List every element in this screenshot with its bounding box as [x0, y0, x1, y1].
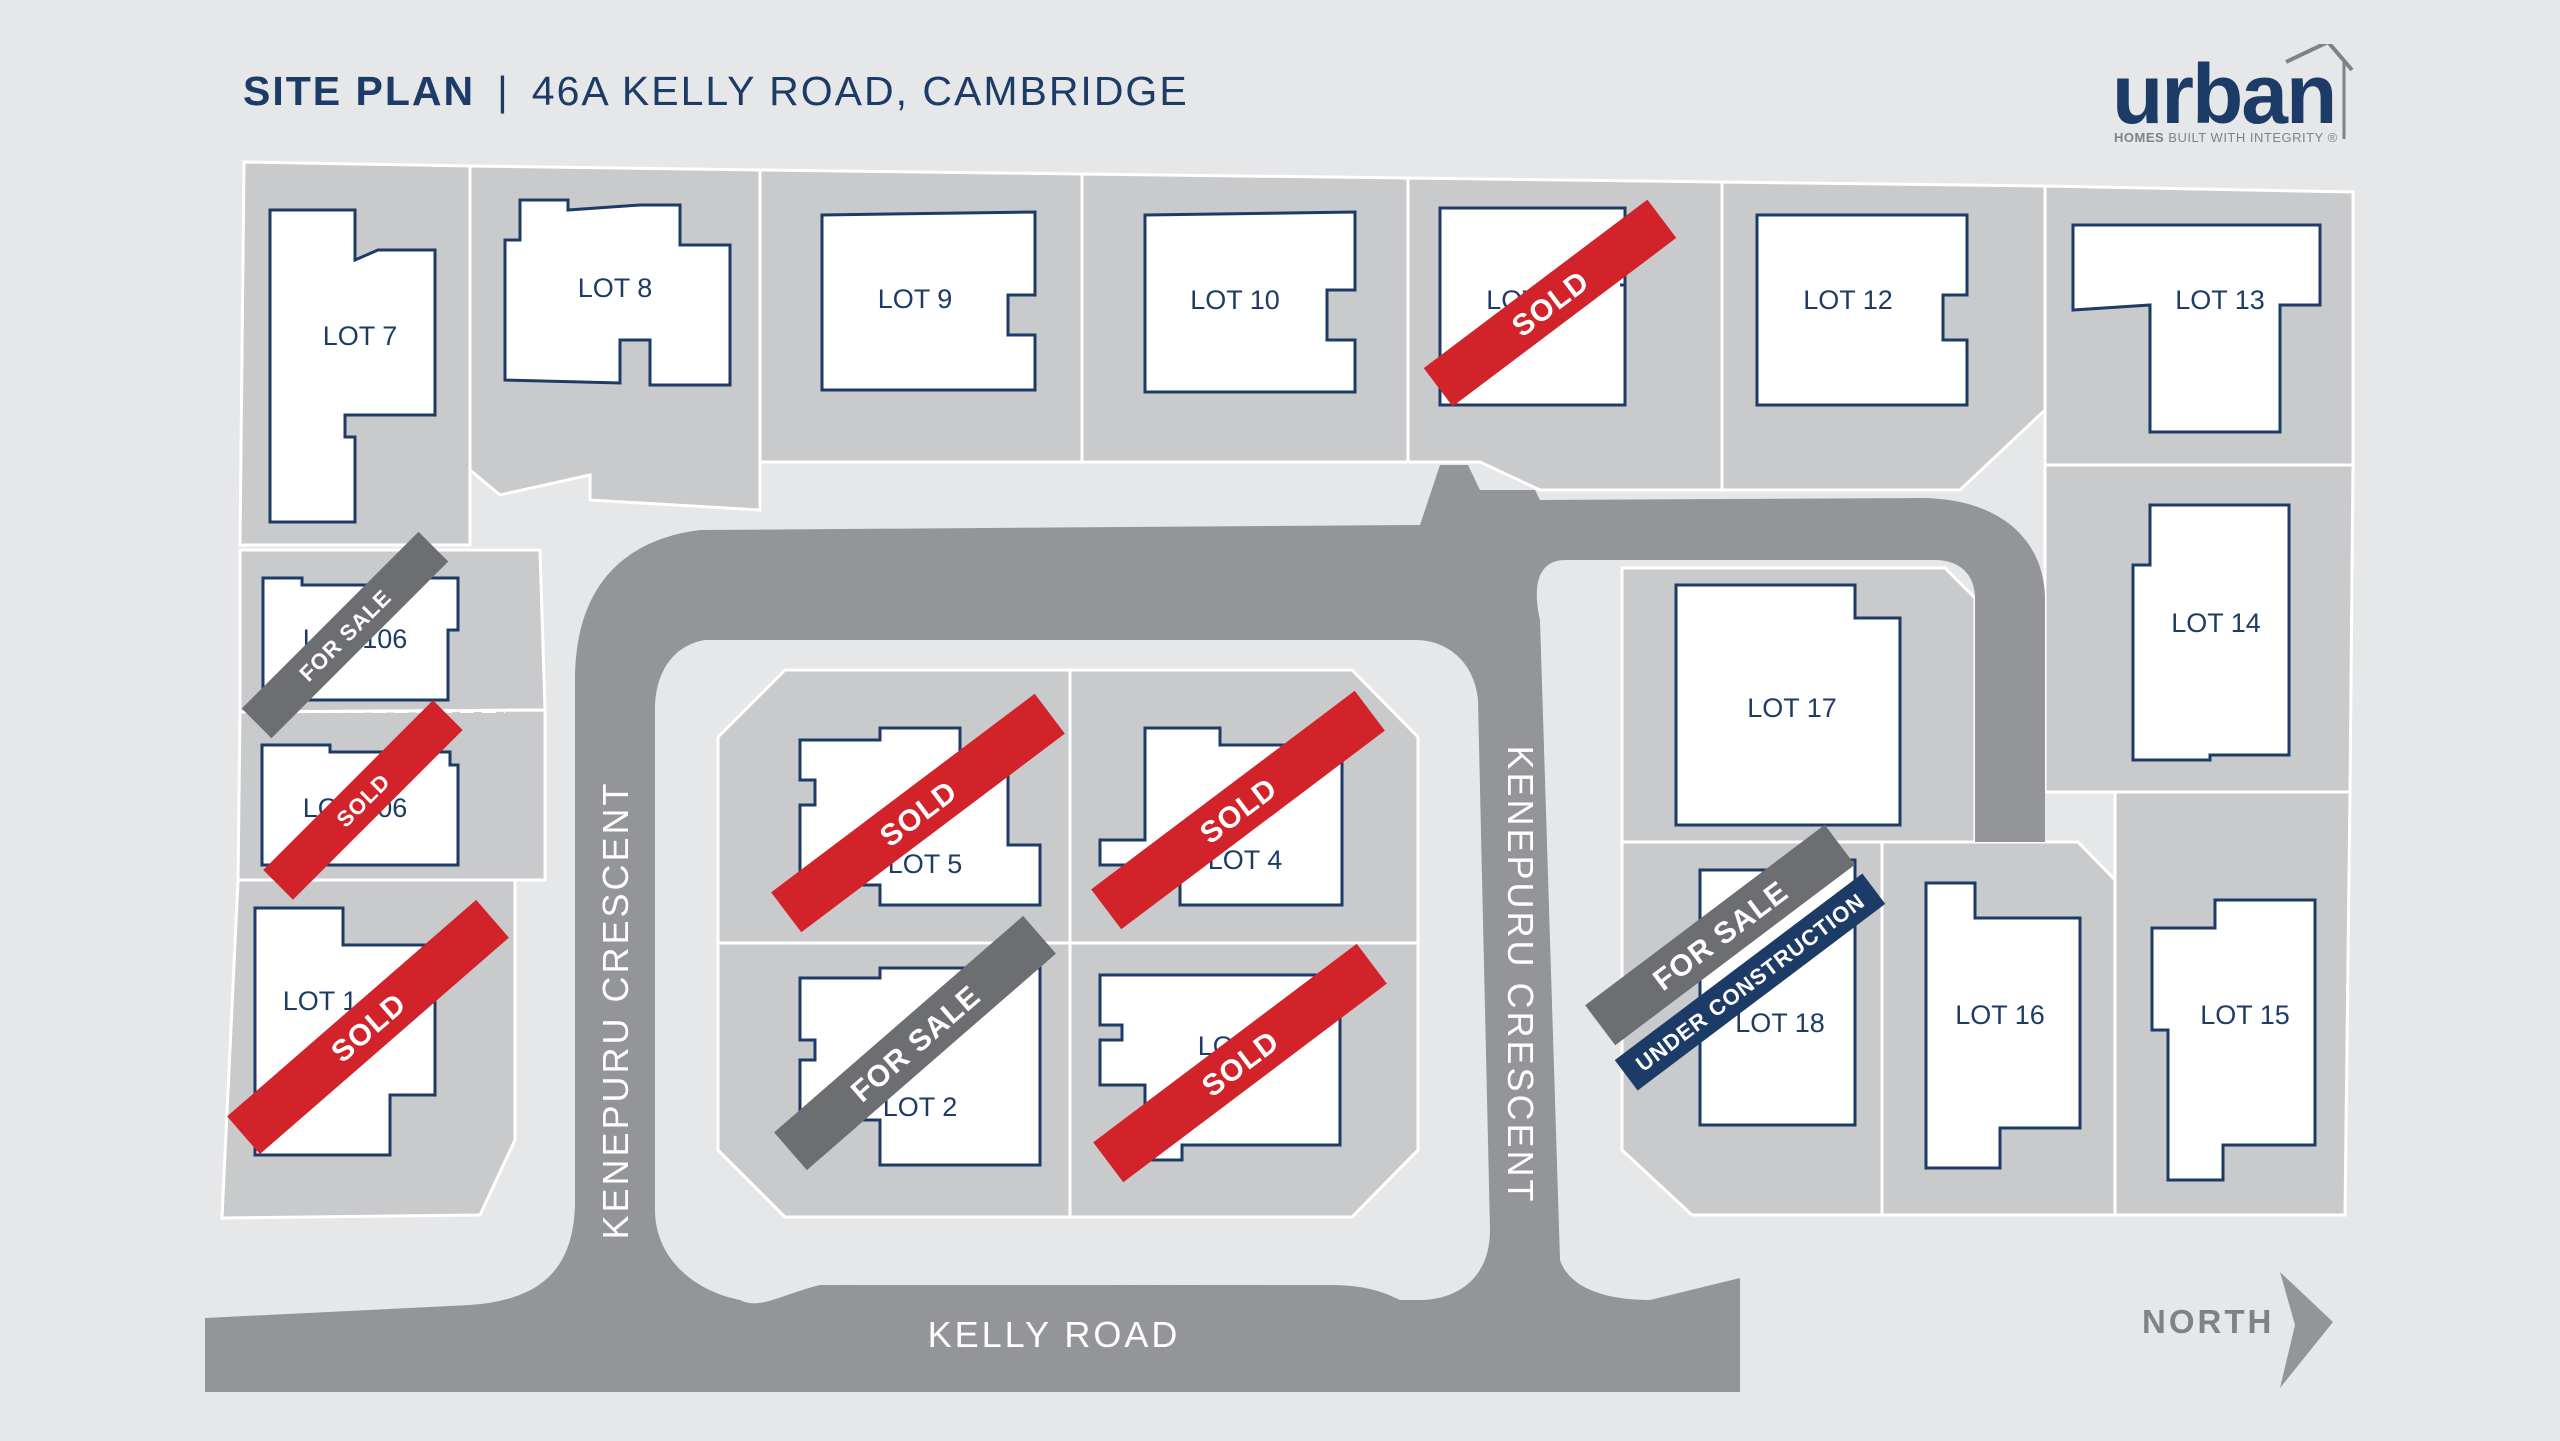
road-labels: KENEPURU CRESCENT KENEPURU CRESCENT KELL… — [595, 745, 1541, 1355]
house-lot-14 — [2131, 503, 2291, 762]
lot-label-16: LOT 16 — [1955, 1000, 2045, 1030]
road-label-kenepuru-right: KENEPURU CRESCENT — [1500, 745, 1541, 1204]
title-separator: | — [497, 68, 510, 114]
lot-label-10: LOT 10 — [1190, 285, 1280, 315]
status-banners: SOLD FOR SALE SOLD SOLD SOLD SOLD — [227, 199, 1886, 1183]
house-lot-16 — [1924, 881, 2082, 1170]
lot-label-8: LOT 8 — [578, 273, 653, 303]
north-arrow-icon — [2280, 1272, 2333, 1388]
lot-label-15: LOT 15 — [2200, 1000, 2290, 1030]
logo-tagline-rest: BUILT WITH INTEGRITY — [2168, 130, 2324, 145]
title-site-plan: SITE PLAN — [243, 68, 476, 114]
house-lot-9 — [820, 210, 1037, 392]
lot-label-9: LOT 9 — [878, 284, 953, 314]
house-lot-7 — [268, 208, 437, 524]
logo-tagline-homes: HOMES — [2114, 130, 2165, 145]
house-lot-8 — [503, 198, 732, 387]
lot-label-17: LOT 17 — [1747, 693, 1837, 723]
road-label-kenepuru-left: KENEPURU CRESCENT — [595, 780, 636, 1239]
urban-homes-logo: urban HOMES BUILT WITH INTEGRITY ® — [2108, 44, 2358, 148]
house-lot-15 — [2150, 898, 2317, 1182]
lot-label-18: LOT 18 — [1735, 1008, 1825, 1038]
house-lot-13 — [2071, 223, 2322, 434]
lot-label-12: LOT 12 — [1803, 285, 1893, 315]
page-title: SITE PLAN | 46A KELLY ROAD, CAMBRIDGE — [243, 68, 1189, 115]
logo-wordmark: urban — [2112, 47, 2337, 141]
title-address: 46A KELLY ROAD, CAMBRIDGE — [531, 68, 1189, 114]
north-label: NORTH — [2142, 1303, 2275, 1340]
lot-labels: LOT 7 LOT 8 LOT 9 LOT 10 LOT 11 LOT 12 L… — [283, 273, 2290, 1122]
logo-tagline: HOMES BUILT WITH INTEGRITY ® — [2114, 130, 2338, 145]
lot-label-1: LOT 1 — [283, 986, 358, 1016]
lot-label-2: LOT 2 — [883, 1092, 958, 1122]
lot-label-7: LOT 7 — [323, 321, 398, 351]
banner-sold-lot-3: SOLD — [1093, 943, 1387, 1183]
lot-label-14: LOT 14 — [2171, 608, 2261, 638]
house-lot-17 — [1674, 583, 1902, 827]
road-label-kelly: KELLY ROAD — [928, 1314, 1181, 1355]
logo-registered: ® — [2327, 130, 2338, 145]
roof-icon — [2285, 44, 2354, 139]
house-lot-12 — [1755, 213, 1969, 407]
house-lot-10 — [1143, 210, 1357, 394]
lot-label-13: LOT 13 — [2175, 285, 2265, 315]
